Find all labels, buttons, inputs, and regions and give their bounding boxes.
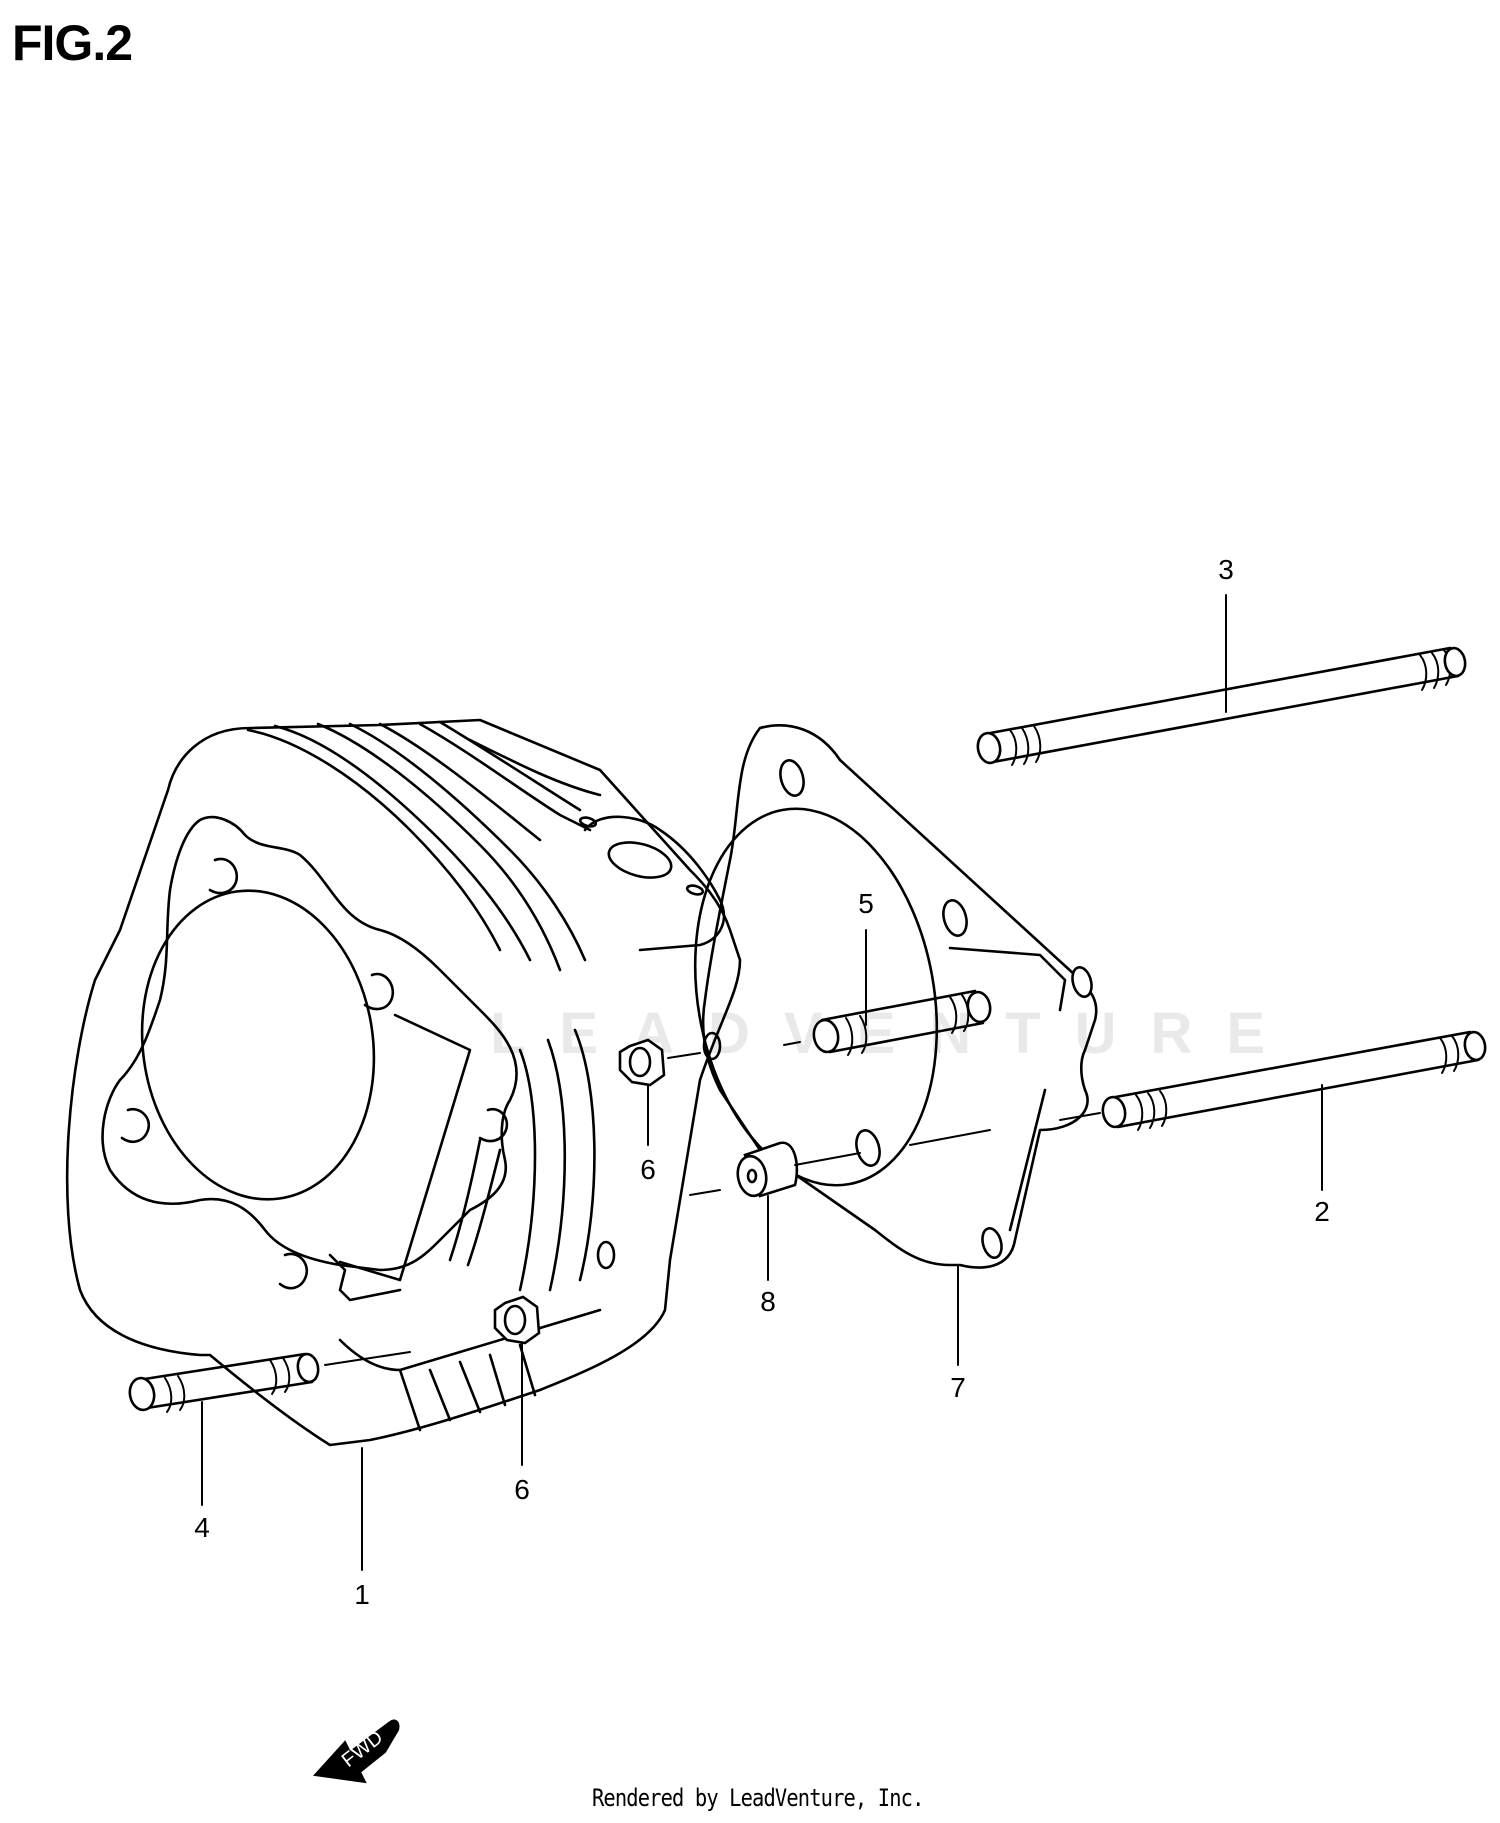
alignment-lines bbox=[324, 1041, 1101, 1366]
leader-lines bbox=[201, 594, 1323, 1571]
nut-lower[interactable] bbox=[493, 1295, 541, 1345]
stud-bolt-4[interactable] bbox=[127, 1352, 320, 1413]
render-credit: Rendered by LeadVenture, Inc. bbox=[592, 1784, 924, 1812]
callout-1[interactable]: 1 bbox=[354, 1579, 370, 1610]
callout-7[interactable]: 7 bbox=[950, 1372, 966, 1403]
callout-6-lower[interactable]: 6 bbox=[514, 1474, 530, 1505]
cylinder-part[interactable] bbox=[65, 718, 742, 1447]
stud-bolt-5[interactable] bbox=[811, 989, 992, 1056]
stud-bolt-3[interactable] bbox=[976, 646, 1468, 766]
nut-upper[interactable] bbox=[618, 1038, 666, 1087]
stud-bolt-2[interactable] bbox=[1101, 1030, 1488, 1131]
fwd-arrow-icon bbox=[312, 1719, 400, 1784]
callout-3[interactable]: 3 bbox=[1218, 554, 1234, 585]
callout-6-upper[interactable]: 6 bbox=[640, 1154, 656, 1185]
callout-4[interactable]: 4 bbox=[194, 1512, 210, 1543]
callout-5[interactable]: 5 bbox=[858, 888, 874, 919]
gasket-part[interactable] bbox=[667, 724, 1098, 1269]
callout-2[interactable]: 2 bbox=[1314, 1196, 1330, 1227]
figure-title: FIG.2 bbox=[12, 15, 133, 71]
dowel-pin[interactable] bbox=[735, 1141, 799, 1198]
callout-8[interactable]: 8 bbox=[760, 1286, 776, 1317]
